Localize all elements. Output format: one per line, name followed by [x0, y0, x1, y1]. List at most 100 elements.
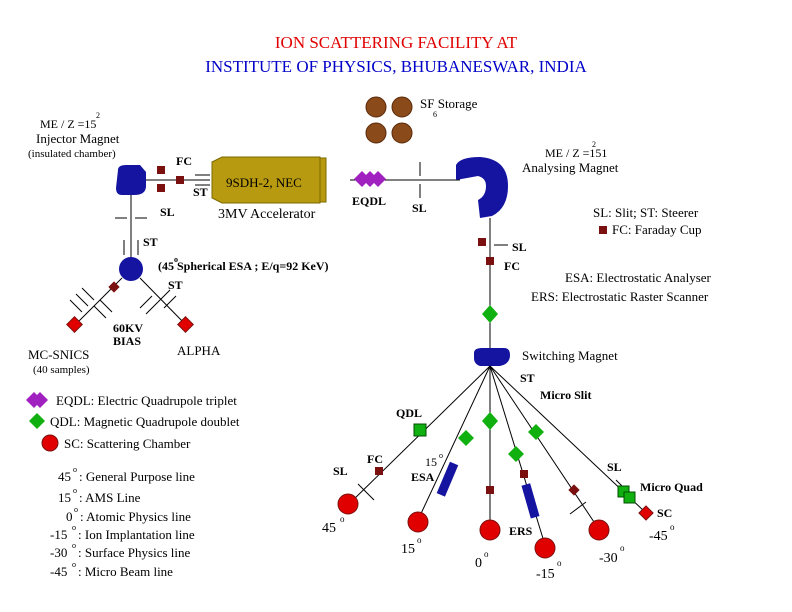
- sf6-storage-label: SF Storage: [420, 96, 478, 111]
- faraday-cup-icon: [599, 226, 607, 234]
- alpha-steerers: [139, 289, 177, 315]
- qdl-legend-icon: [29, 413, 45, 429]
- faraday-cup-icon: [486, 486, 494, 494]
- alpha-label: ALPHA: [177, 343, 221, 358]
- scattering-chamber-icon: [407, 511, 429, 533]
- line-45-desc: : General Purpose line: [79, 469, 195, 484]
- qdl-icon: [482, 412, 498, 430]
- sf6-subscript: 6: [433, 110, 437, 119]
- faraday-cup-icon: [157, 166, 165, 174]
- accelerator-end-flange: [319, 157, 327, 203]
- title-line-2: INSTITUTE OF PHYSICS, BHUBANESWAR, INDIA: [205, 57, 587, 76]
- st-label-4: ST: [520, 371, 535, 385]
- faraday-cup-icon: [520, 470, 528, 478]
- chamber-angle-labels: 45 o 15 o 0 o -15 o -30 o -45 o: [322, 514, 675, 582]
- legend: EQDL: Electric Quadrupole triplet QDL: M…: [26, 392, 240, 452]
- faraday-cup-icon: [375, 467, 383, 475]
- sl-label: SL: [160, 205, 175, 219]
- sl-label-3: SL: [512, 240, 527, 254]
- chamber-angle-minus-30: -30: [599, 551, 618, 566]
- line-15-angle: 15: [58, 490, 71, 505]
- sf6-storage-tanks: [365, 96, 413, 144]
- st-label: ST: [193, 185, 208, 199]
- line-0-angle: 0: [66, 509, 73, 524]
- faraday-cup-icon: [486, 257, 494, 265]
- analysing-magnet-label: Analysing Magnet: [522, 160, 619, 175]
- bias-voltage-label: 60KV: [113, 321, 143, 335]
- qdl-icon: [413, 423, 427, 437]
- qdl-icon: [528, 424, 544, 440]
- chamber-angle-15: 15: [401, 542, 415, 557]
- sf6-tank: [391, 96, 413, 118]
- eqdl-icon: [354, 171, 386, 187]
- chamber-angle-minus-45-deg: o: [670, 522, 675, 532]
- key-fc: FC: Faraday Cup: [612, 222, 702, 237]
- beam-line-list: 45 o : General Purpose line 15 o : AMS L…: [50, 465, 195, 579]
- faraday-cup-icon: [176, 176, 184, 184]
- line-0-deg: o: [74, 505, 78, 514]
- qdl-label: QDL: [396, 406, 422, 420]
- faraday-cup-icon: [157, 184, 165, 192]
- chamber-angle-minus-15-deg: o: [557, 558, 562, 568]
- fc-label: FC: [176, 154, 192, 168]
- sf6-tank: [391, 122, 413, 144]
- chamber-angle-minus-45: -45: [649, 529, 668, 544]
- qdl-icon: [508, 446, 524, 462]
- mc-snics-label: MC-SNICS: [28, 347, 89, 362]
- spherical-esa-label: (45 Spherical ESA ; E/q=92 KeV): [158, 259, 329, 273]
- qdl-icon: [458, 430, 474, 446]
- line-minus-45-angle: -45: [50, 564, 67, 579]
- injector-magnet-icon: [116, 165, 146, 195]
- mc-snics-steerers: [69, 287, 113, 319]
- scattering-chamber-icon: [588, 519, 610, 541]
- chamber-angle-0-deg: o: [484, 549, 489, 559]
- samples-label: (40 samples): [33, 364, 90, 376]
- deg-15-top-sup: o: [439, 451, 443, 460]
- line-minus-45-desc: : Micro Beam line: [78, 564, 173, 579]
- bias-label: BIAS: [113, 334, 141, 348]
- ers-label: ERS: [509, 524, 533, 538]
- alpha-source-icon: [177, 316, 194, 333]
- slit-marker: [569, 501, 587, 515]
- esa-icon: [436, 461, 459, 497]
- insulated-chamber-label: (insulated chamber): [28, 148, 116, 160]
- micro-quad-icon: [623, 491, 636, 504]
- sl-label-2: SL: [412, 201, 427, 215]
- line-0-desc: : Atomic Physics line: [80, 509, 191, 524]
- scattering-chamber-icon: [534, 537, 556, 559]
- analysing-magnet-icon: [456, 157, 508, 218]
- eqdl-legend-icon: [26, 392, 48, 408]
- micro-slit-label: Micro Slit: [540, 388, 591, 402]
- chamber-angle-45: 45: [322, 521, 336, 536]
- analysing-mez-label: ME / Z =151: [545, 146, 607, 160]
- title-line-1: ION SCATTERING FACILITY AT: [275, 33, 518, 52]
- chamber-angle-minus-15: -15: [536, 567, 555, 582]
- line-minus-30-deg: o: [72, 541, 76, 550]
- st-label-3: ST: [168, 278, 183, 292]
- legend-eqdl: EQDL: Electric Quadrupole triplet: [56, 393, 237, 408]
- micro-beam-chamber-icon: [638, 505, 654, 521]
- micro-quad-label: Micro Quad: [640, 480, 703, 494]
- key-sl-st: SL: Slit; ST: Steerer: [593, 205, 699, 220]
- switching-magnet-icon: [474, 348, 510, 366]
- slit-marker: [357, 483, 375, 501]
- faraday-cup-icon: [108, 281, 120, 293]
- deg-15-top: 15: [425, 455, 437, 469]
- faraday-cup-icon: [568, 484, 580, 496]
- faraday-cup-icon: [478, 238, 486, 246]
- injector-mez-sup: 2: [96, 111, 100, 120]
- analysing-mez-sup: 2: [592, 140, 596, 149]
- injector-mez-label: ME / Z =15: [40, 117, 96, 131]
- accelerator-name-label: 3MV Accelerator: [218, 207, 316, 222]
- scattering-chamber-icon: [337, 493, 359, 515]
- spherical-esa-degree: o: [174, 255, 178, 264]
- chamber-angle-minus-30-deg: o: [620, 543, 625, 553]
- sc-legend-icon: [41, 434, 59, 452]
- line-45-angle: 45: [58, 469, 71, 484]
- accelerator-model-label: 9SDH-2, NEC: [226, 175, 302, 190]
- line-minus-15-desc: : Ion Implantation line: [78, 527, 195, 542]
- sf6-tank: [365, 96, 387, 118]
- switching-magnet-label: Switching Magnet: [522, 348, 618, 363]
